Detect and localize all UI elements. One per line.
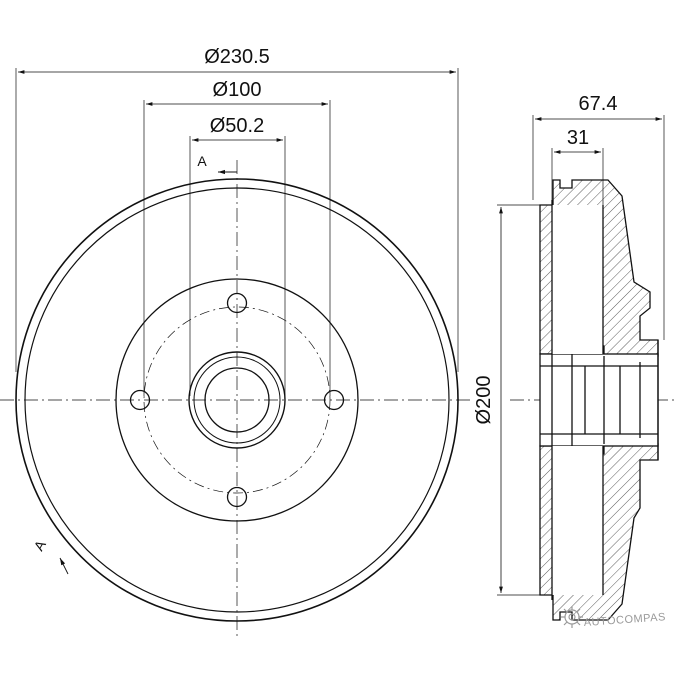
- drum-cavity: [552, 205, 603, 354]
- dim-center-bore: [189, 136, 286, 396]
- bolt-hole-bottom: [226, 486, 248, 508]
- dim-inner-depth: [551, 148, 604, 205]
- bolt-circle: [143, 306, 331, 494]
- bolt-hole-top: [226, 292, 248, 314]
- dim-total-height: [532, 115, 665, 340]
- section-label-top: A: [197, 153, 207, 169]
- hub-flange-circle: [115, 278, 359, 522]
- section-mark-bottom: [59, 557, 69, 575]
- bolt-hole-left: [129, 389, 151, 411]
- drum-lip-circle: [24, 187, 450, 613]
- bore-inner-circle: [204, 367, 270, 433]
- hub-bore-section: [539, 353, 659, 447]
- front-view: [0, 160, 470, 640]
- gear-logo-icon: [561, 606, 583, 628]
- center-bore-label: Ø50.2: [210, 115, 264, 137]
- inner-depth-label: 31: [567, 127, 589, 149]
- bore-outer-circle: [188, 351, 286, 449]
- outer-diameter-label: Ø230.5: [204, 46, 270, 68]
- outer-drum-circle: [15, 178, 459, 622]
- dim-outer-diameter: [15, 68, 459, 372]
- total-height-label: 67.4: [579, 93, 618, 115]
- section-view: [510, 179, 676, 621]
- section-label-bottom: A: [30, 537, 49, 554]
- watermark-logo: AUTOCOMPAS: [561, 606, 666, 629]
- watermark-text: AUTOCOMPAS: [583, 611, 666, 629]
- drum-inner-diameter-label: Ø200: [473, 376, 495, 425]
- drum-cavity-lower: [552, 446, 603, 595]
- bore-mid-circle: [193, 356, 281, 444]
- bolt-circle-label: Ø100: [213, 79, 262, 101]
- dim-bolt-circle: [143, 100, 331, 396]
- bolt-hole-right: [323, 389, 345, 411]
- dim-drum-inner: [497, 204, 552, 596]
